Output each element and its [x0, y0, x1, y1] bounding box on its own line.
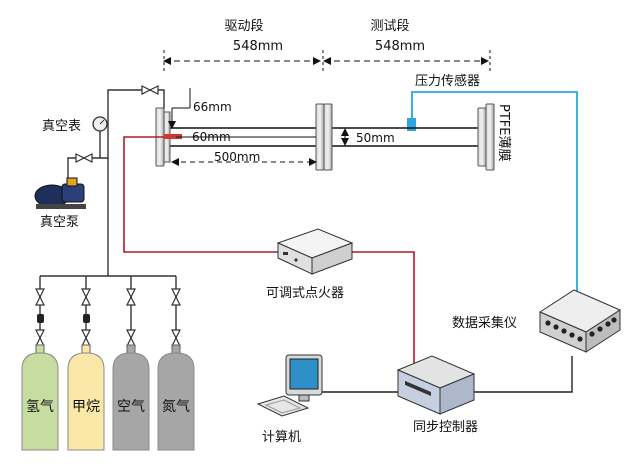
test-section-label: 测试段 [370, 19, 409, 34]
gas-cylinders: 氢气 甲烷 空气 氮气 [21, 344, 195, 451]
middle-flange-right [323, 103, 333, 171]
ignition-electrode [164, 134, 182, 139]
daq-label: 数据采集仪 [452, 315, 517, 331]
controller-to-daq-wire [468, 356, 573, 393]
hydrogen-valve [35, 288, 45, 306]
gas-cylinder: 甲烷 [67, 344, 105, 451]
sensor-signal-wire [411, 91, 578, 296]
ignitor-to-tube-wire [123, 136, 278, 253]
methane-valve [81, 288, 91, 306]
ptfe-membrane-label: PTFE薄膜 [496, 104, 511, 161]
gas-cylinder-label: 甲烷 [72, 399, 100, 415]
ignitor-to-controller-wire [350, 251, 415, 372]
gas-cylinder: 氢气 [21, 344, 59, 451]
nitrogen-valve [171, 288, 181, 306]
vacuum-pump-label: 真空泵 [40, 215, 79, 230]
gas-cylinder-label: 空气 [117, 399, 145, 415]
gas-cylinder-label: 氢气 [26, 399, 54, 415]
dim-500-label: 500mm [214, 150, 260, 164]
drive-section-label: 驱动段 [224, 19, 263, 34]
vacuum-gauge-label: 真空表 [42, 119, 81, 134]
gas-cylinder: 空气 [112, 344, 150, 451]
pressure-sensor [407, 118, 416, 131]
drive-section-header: 驱动段 548mm [163, 19, 321, 72]
dim-66-label: 66mm [193, 100, 232, 114]
air-lower-valve [126, 329, 136, 347]
test-section-header: 测试段 548mm [322, 19, 491, 72]
middle-flange-left [315, 103, 325, 171]
daq-device [538, 289, 622, 353]
sync-controller-label: 同步控制器 [413, 420, 478, 435]
vacuum-gauge [92, 116, 108, 132]
shock-tube [155, 103, 495, 171]
pump-valve [75, 153, 93, 163]
methane-lower-valve [81, 329, 91, 347]
sync-controller [396, 355, 476, 415]
pressure-sensor-label: 压力传感器 [415, 73, 480, 89]
inline-filters [37, 314, 90, 323]
gas-cylinder: 氮气 [157, 344, 195, 451]
test-length-label: 548mm [375, 39, 425, 54]
valves [35, 85, 181, 347]
dimensions: 66mm 60mm 50mm 500mm [168, 88, 395, 166]
computer [256, 354, 323, 417]
top-valve [141, 85, 159, 95]
dim-50-label: 50mm [356, 131, 395, 145]
right-flange-left [477, 107, 487, 167]
air-valve [126, 288, 136, 306]
gas-cylinder-label: 氮气 [162, 399, 190, 415]
right-flange-right [485, 103, 495, 171]
hydrogen-lower-valve [35, 329, 45, 347]
ignitor-device [276, 228, 354, 275]
drive-length-label: 548mm [233, 39, 283, 54]
computer-label: 计算机 [262, 430, 301, 445]
vacuum-pump [34, 177, 86, 209]
nitrogen-lower-valve [171, 329, 181, 347]
dim-60-label: 60mm [192, 130, 231, 144]
ignitor-label: 可调式点火器 [266, 286, 344, 301]
